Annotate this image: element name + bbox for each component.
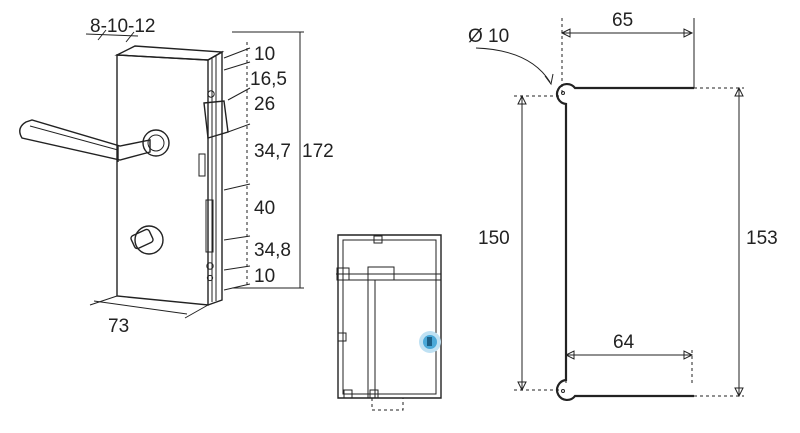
label-dim-10-top: 10: [254, 44, 275, 65]
lock-illustration: 8-10-12 73 10 16,5 26 34,7 172 40 34,8 1…: [19, 16, 334, 337]
label-dim-40: 40: [254, 198, 275, 219]
label-glass-thickness: 8-10-12: [90, 16, 156, 37]
label-dim-34-7: 34,7: [254, 141, 291, 162]
label-bottom-width: 64: [613, 332, 635, 353]
label-dim-26: 26: [254, 94, 275, 115]
label-dim-34-8: 34,8: [254, 240, 291, 261]
deadbolt-slot: [205, 199, 214, 253]
label-dim-10-bottom: 10: [254, 266, 275, 287]
label-width: 73: [108, 316, 129, 337]
door-schematic: [336, 234, 442, 411]
side-plate: [114, 45, 225, 61]
screw-bottom: [206, 262, 214, 270]
label-dim-172: 172: [302, 141, 334, 162]
screw-top: [207, 90, 215, 98]
cutout-drawing: Ø 10 65 150 153 64: [468, 10, 778, 402]
lever-handle: [19, 119, 170, 162]
thumb-turn: [130, 225, 164, 255]
label-hole-diameter: Ø 10: [468, 26, 509, 47]
cutout-outline: [555, 82, 694, 402]
front-plate: [116, 54, 209, 306]
label-left-height: 150: [478, 228, 510, 249]
label-dim-16-5: 16,5: [250, 69, 287, 90]
label-right-height: 153: [746, 228, 778, 249]
label-top-width: 65: [612, 10, 633, 31]
